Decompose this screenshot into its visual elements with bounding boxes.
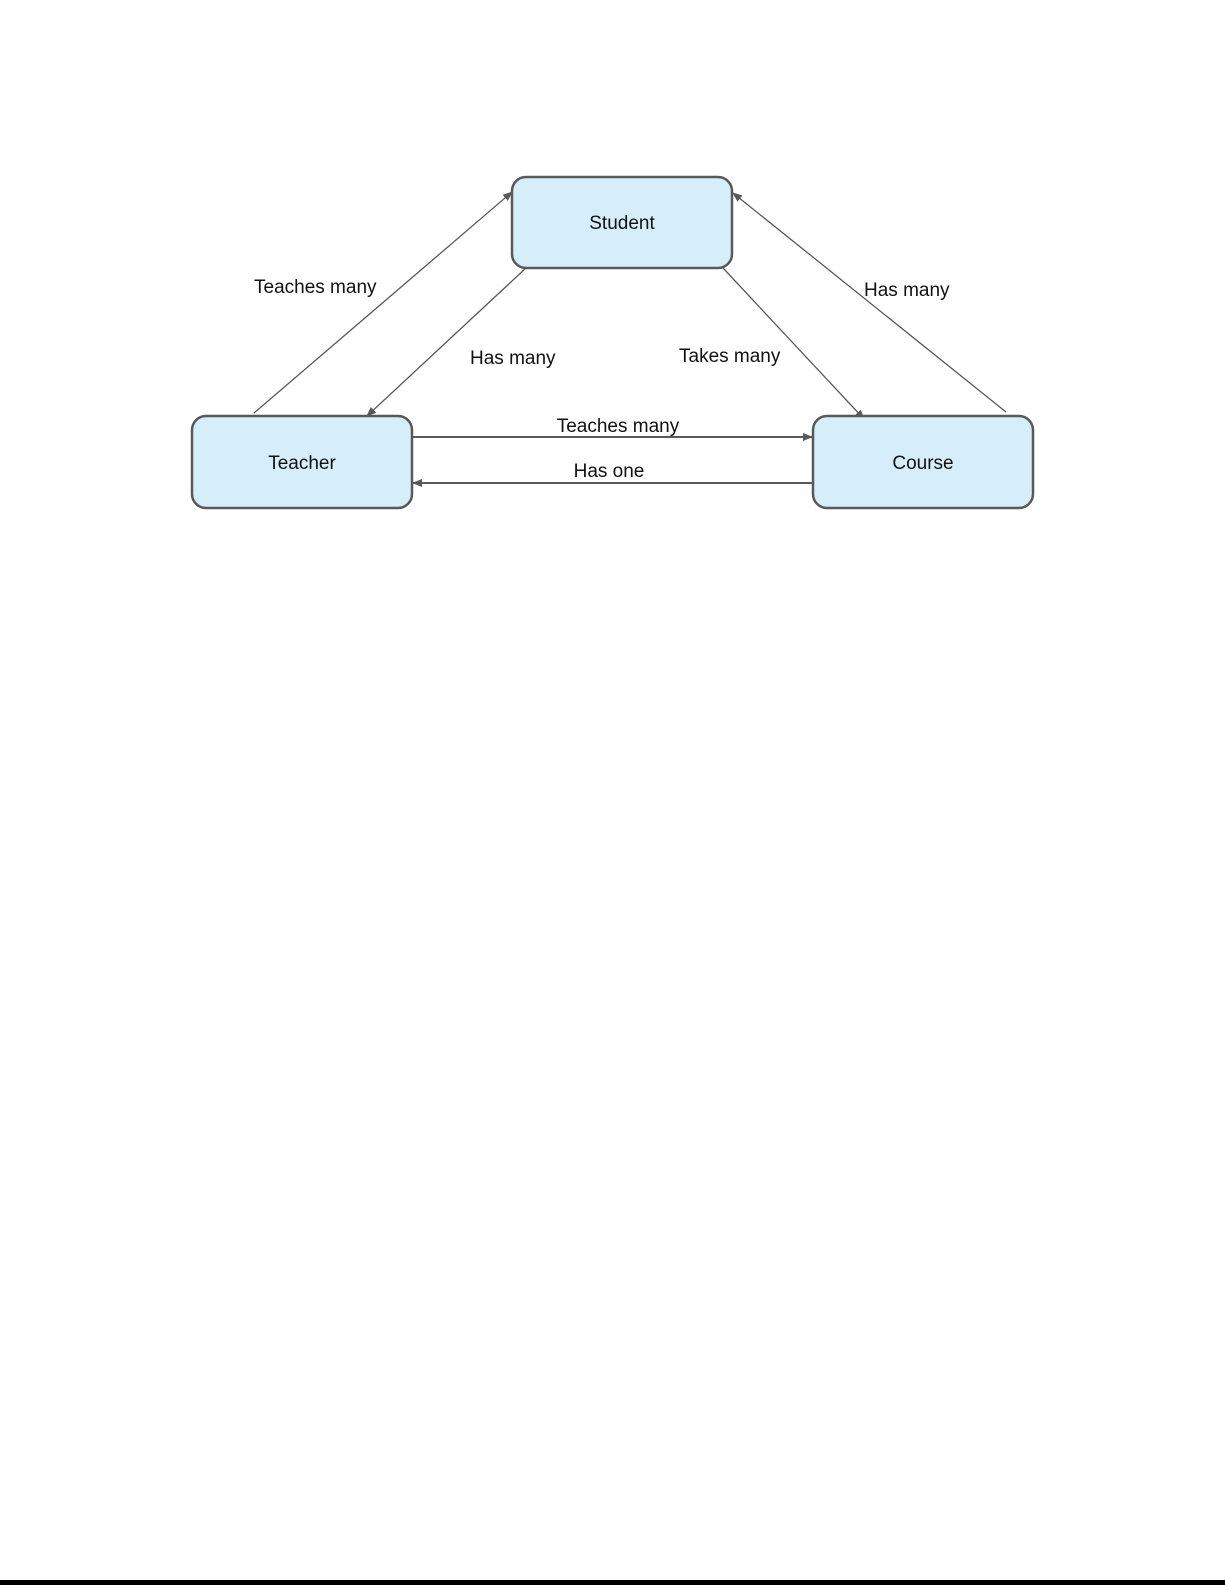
node-student: Student bbox=[512, 177, 732, 268]
node-course: Course bbox=[813, 416, 1033, 508]
edge-label-teacher-to-student: Teaches many bbox=[254, 277, 377, 298]
edge-label-student-to-teacher: Has many bbox=[470, 348, 556, 369]
edge-student-to-teacher bbox=[367, 268, 526, 416]
edge-teacher-to-student bbox=[254, 192, 512, 413]
node-label-student: Student bbox=[589, 213, 655, 234]
edge-label-teacher-to-course: Teaches many bbox=[557, 416, 680, 437]
node-label-course: Course bbox=[892, 453, 953, 474]
edge-label-student-to-course: Takes many bbox=[679, 346, 781, 367]
edge-student-to-course bbox=[723, 268, 864, 419]
page-bottom-border bbox=[0, 1580, 1225, 1585]
node-label-teacher: Teacher bbox=[268, 453, 336, 474]
edge-label-course-to-student: Has many bbox=[864, 280, 950, 301]
edge-course-to-student bbox=[733, 193, 1006, 412]
edge-label-course-to-teacher: Has one bbox=[574, 461, 645, 482]
node-teacher: Teacher bbox=[192, 416, 412, 508]
